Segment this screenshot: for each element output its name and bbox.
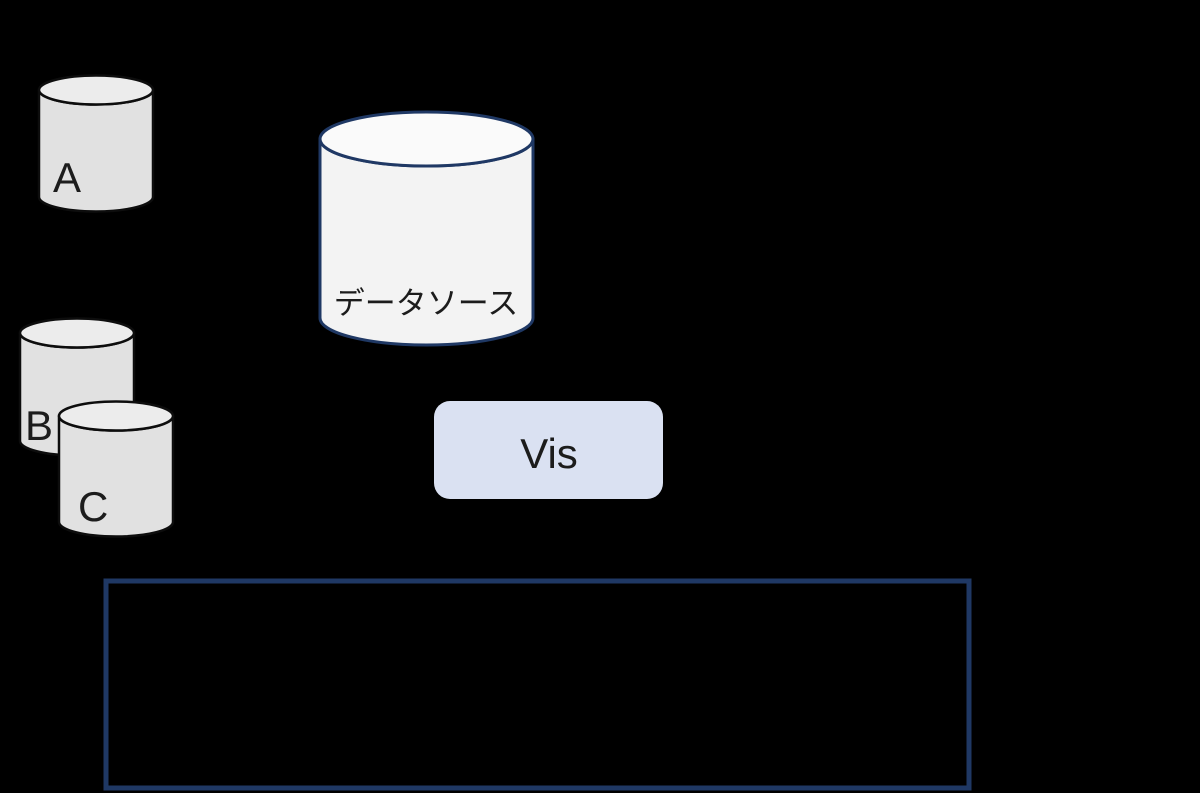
cylinder-datasource: データソース <box>318 110 535 347</box>
cylinder-c-top <box>57 400 175 432</box>
cylinder-a: A <box>37 74 155 213</box>
cylinder-a-label: A <box>53 154 81 201</box>
cylinder-c-body <box>57 414 175 538</box>
cylinder-c-label: C <box>78 483 108 530</box>
cylinder-b-top <box>18 317 136 349</box>
vis-box: Vis <box>434 401 663 499</box>
cylinder-datasource-label: データソース <box>334 286 518 322</box>
cylinder-b-label: B <box>25 402 53 449</box>
vis-box-label: Vis <box>520 430 578 477</box>
cylinder-b: B <box>18 317 136 457</box>
cylinder-c: C <box>57 400 175 538</box>
bottom-panel <box>103 578 972 791</box>
cylinder-a-top <box>37 74 155 106</box>
cylinder-datasource-top <box>318 110 535 168</box>
vis-box-shape <box>434 401 663 499</box>
